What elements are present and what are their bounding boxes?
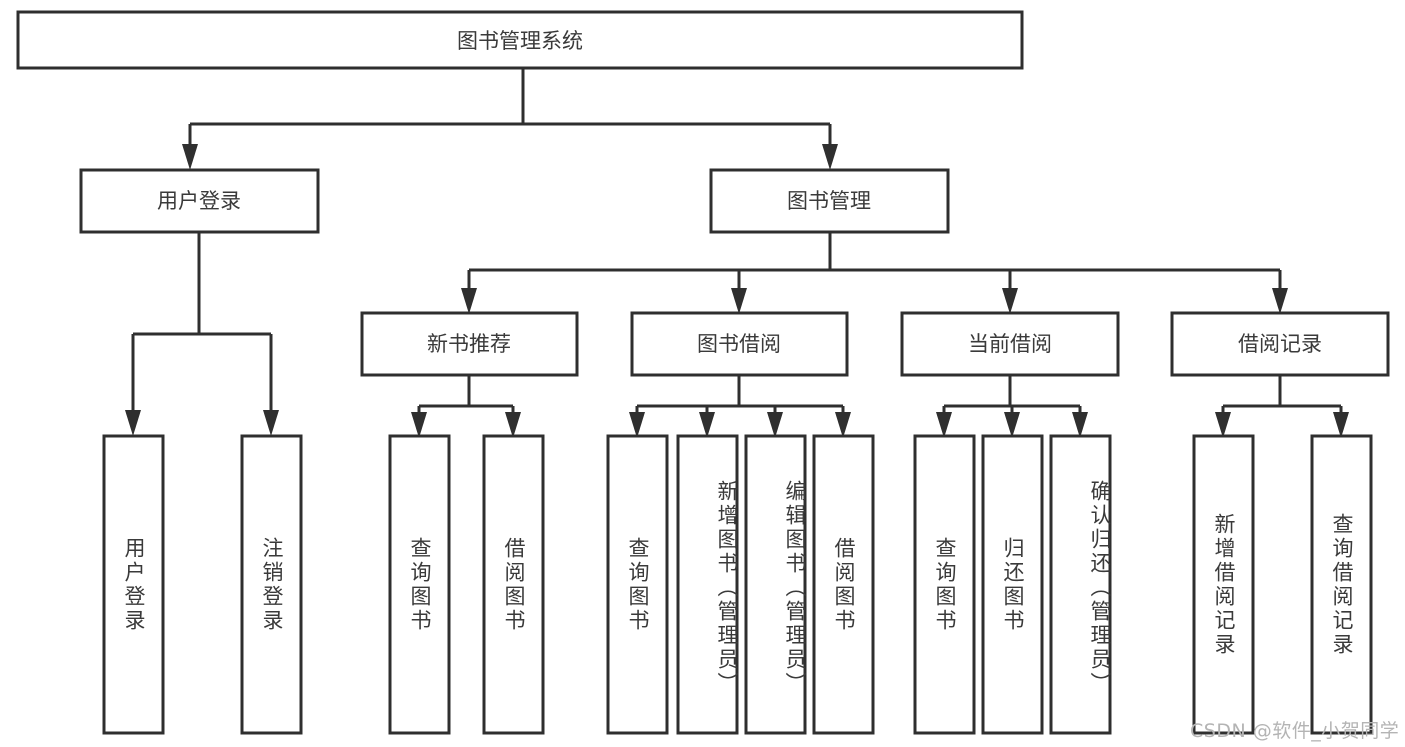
- leaf-box-edit-book[interactable]: [744, 434, 807, 735]
- arrow-leaf-edit-book: [767, 412, 783, 438]
- arrow-leaf-query-book-2: [629, 412, 645, 438]
- leaf-boxes: [102, 434, 1373, 735]
- leaf-box-return-book[interactable]: [981, 434, 1044, 735]
- node-book-borrow-box[interactable]: [630, 311, 849, 377]
- node-new-book-rec-box[interactable]: [360, 311, 579, 377]
- node-current-borrow-box[interactable]: [900, 311, 1120, 377]
- node-new-book-rec[interactable]: 新书推荐: [360, 311, 579, 377]
- node-root-label: 图书管理系统: [457, 29, 583, 53]
- leaf-box-add-record[interactable]: [1192, 434, 1255, 735]
- arrow-to-user-login: [182, 144, 198, 170]
- leaf-box-logout[interactable]: [240, 434, 303, 735]
- arrow-leaf-borrow-book-1: [505, 412, 521, 438]
- arrow-leaf-return-book: [1004, 412, 1020, 438]
- leaf-box-add-book[interactable]: [676, 434, 739, 735]
- node-book-borrow-label: 图书借阅: [697, 332, 781, 356]
- node-book-manage-label: 图书管理: [787, 189, 871, 213]
- leaf-box-query-book-2[interactable]: [606, 434, 669, 735]
- arrow-to-current-borrow: [1002, 288, 1018, 314]
- leaf-box-query-record[interactable]: [1310, 434, 1373, 735]
- leaf-box-query-book-1[interactable]: [388, 434, 451, 735]
- csdn-watermark: CSDN @软件_小贺同学: [1190, 720, 1400, 742]
- node-borrow-record-box[interactable]: [1170, 311, 1390, 377]
- leaf-box-borrow-book-2[interactable]: [812, 434, 875, 735]
- node-borrow-record[interactable]: 借阅记录: [1170, 311, 1390, 377]
- arrow-leaf-logout: [263, 410, 279, 436]
- node-book-manage[interactable]: 图书管理: [709, 168, 950, 234]
- arrow-to-borrow-record: [1272, 288, 1288, 314]
- arrow-leaf-query-book-3: [936, 412, 952, 438]
- arrow-leaf-query-record: [1333, 412, 1349, 438]
- node-root-box[interactable]: [16, 10, 1024, 70]
- node-user-login-label: 用户登录: [157, 189, 241, 213]
- arrow-leaf-borrow-book-2: [835, 412, 851, 438]
- arrow-leaf-query-book-1: [411, 412, 427, 438]
- node-new-book-rec-label: 新书推荐: [427, 332, 511, 356]
- arrow-to-new-book-rec: [461, 288, 477, 314]
- node-user-login[interactable]: 用户登录: [79, 168, 320, 234]
- leaf-box-confirm-return[interactable]: [1049, 434, 1112, 735]
- node-book-borrow[interactable]: 图书借阅: [630, 311, 849, 377]
- node-root[interactable]: 图书管理系统: [16, 10, 1024, 70]
- arrow-to-book-borrow: [731, 288, 747, 314]
- leaf-box-borrow-book-1[interactable]: [482, 434, 545, 735]
- arrow-leaf-add-record: [1215, 412, 1231, 438]
- arrow-leaf-confirm-return: [1072, 412, 1088, 438]
- arrow-leaf-add-book: [699, 412, 715, 438]
- arrow-leaf-user-login: [125, 410, 141, 436]
- node-borrow-record-label: 借阅记录: [1238, 332, 1322, 356]
- leaf-box-query-book-3[interactable]: [913, 434, 976, 735]
- node-current-borrow[interactable]: 当前借阅: [900, 311, 1120, 377]
- arrow-to-book-manage: [822, 144, 838, 170]
- connector-layer: [125, 68, 1349, 438]
- node-user-login-box[interactable]: [79, 168, 320, 234]
- node-current-borrow-label: 当前借阅: [968, 332, 1052, 356]
- node-book-manage-box[interactable]: [709, 168, 950, 234]
- leaf-box-user-login[interactable]: [102, 434, 165, 735]
